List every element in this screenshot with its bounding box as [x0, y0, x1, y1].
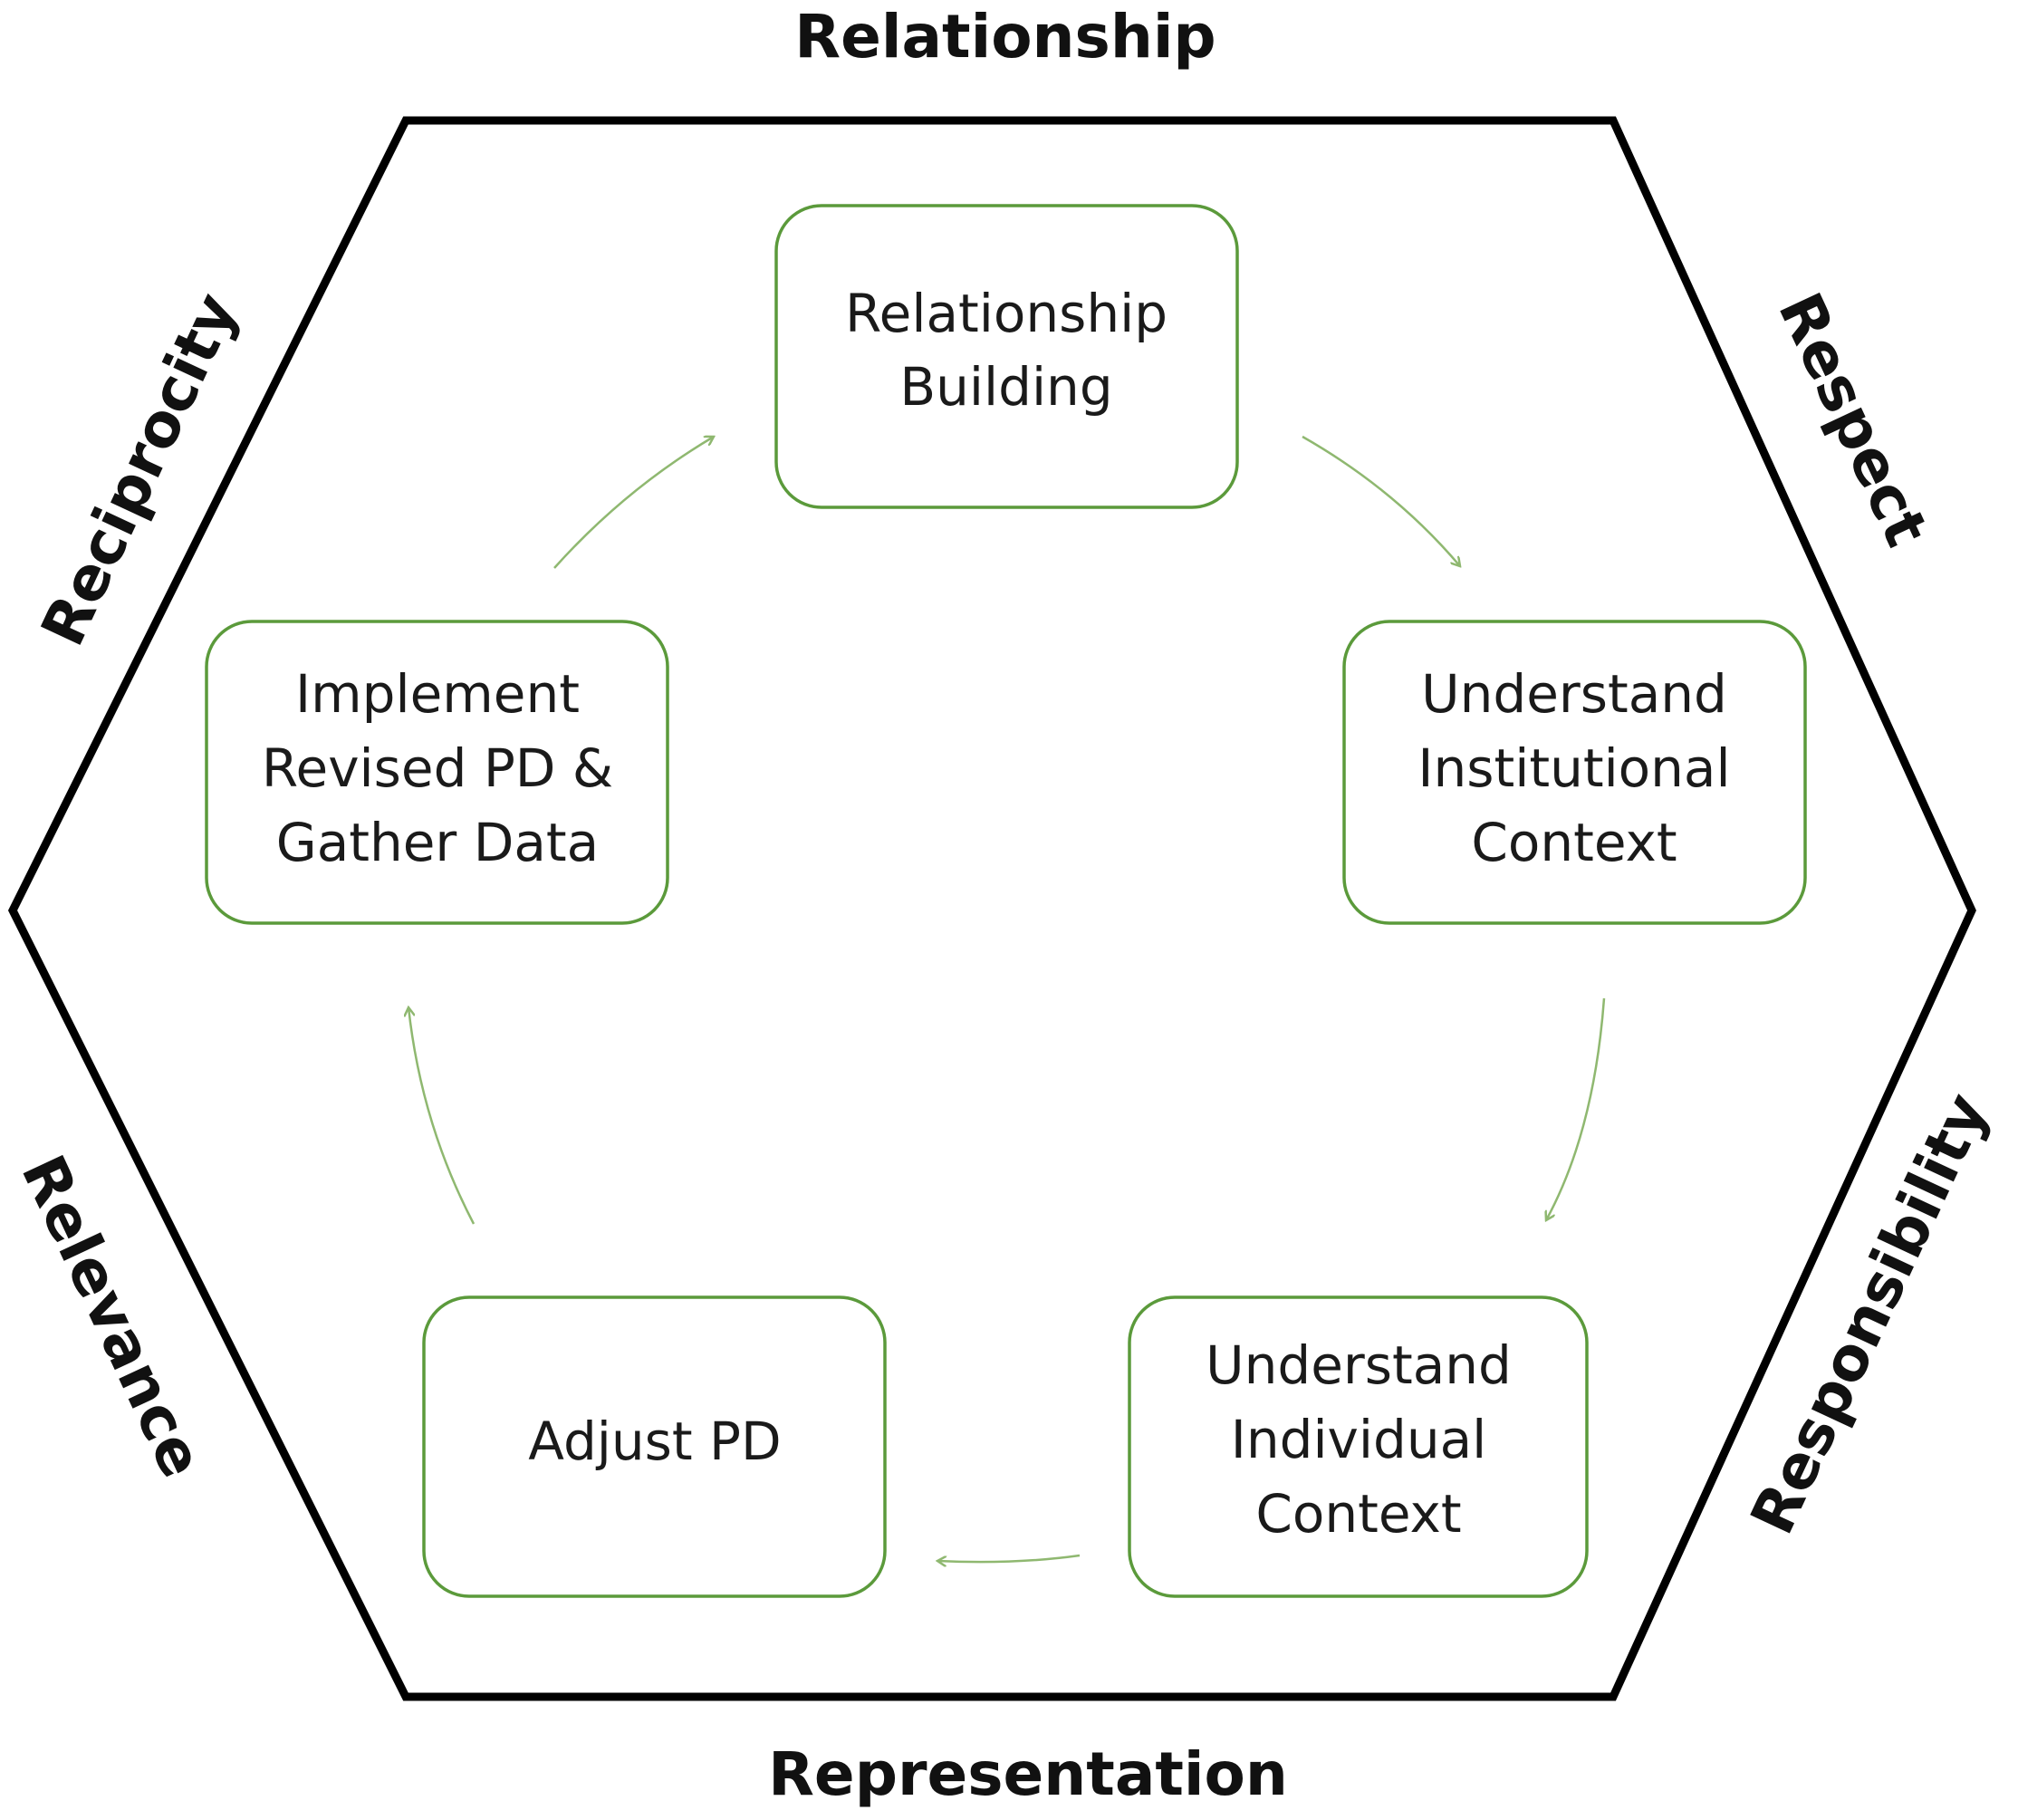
arrow-individual-to-adjust [937, 1554, 1081, 1562]
hexagon-outline [7, 116, 1976, 1701]
step-label-line: Understand [1421, 663, 1727, 725]
side-label-bottom-right: Responsibility [1737, 1083, 2002, 1544]
step-box-implement-revised-pd: Implement Revised PD & Gather Data [205, 620, 669, 925]
arrow-institutional-to-individual [1546, 997, 1606, 1220]
step-label-line: Implement [295, 663, 580, 725]
step-label-line: Building [899, 356, 1112, 418]
step-box-understand-individual-context: Understand Individual Context [1128, 1295, 1589, 1598]
step-label-line: Individual [1231, 1409, 1486, 1470]
step-label-line: Adjust PD [528, 1411, 781, 1472]
step-box-relationship-building: Relationship Building [774, 204, 1239, 509]
side-label-top: Relationship [794, 2, 1216, 72]
step-label-line: Context [1255, 1483, 1461, 1545]
arrow-adjust-to-implement [408, 1007, 476, 1225]
step-label-line: Understand [1206, 1334, 1512, 1396]
side-label-top-left: Reciprocity [28, 283, 252, 656]
step-label-line: Institutional [1417, 737, 1730, 799]
side-label-bottom-left: Relevance [8, 1145, 217, 1488]
step-label-line: Relationship [845, 283, 1168, 344]
step-label-line: Revised PD & [262, 737, 613, 799]
step-label-line: Gather Data [276, 812, 599, 873]
arrow-implement-to-building [553, 437, 714, 569]
step-label-line: Context [1471, 812, 1677, 873]
step-box-adjust-pd: Adjust PD [422, 1295, 887, 1598]
step-box-understand-institutional-context: Understand Institutional Context [1342, 620, 1807, 925]
arrow-building-to-institutional [1302, 435, 1460, 566]
side-label-bottom: Representation [768, 1739, 1288, 1809]
